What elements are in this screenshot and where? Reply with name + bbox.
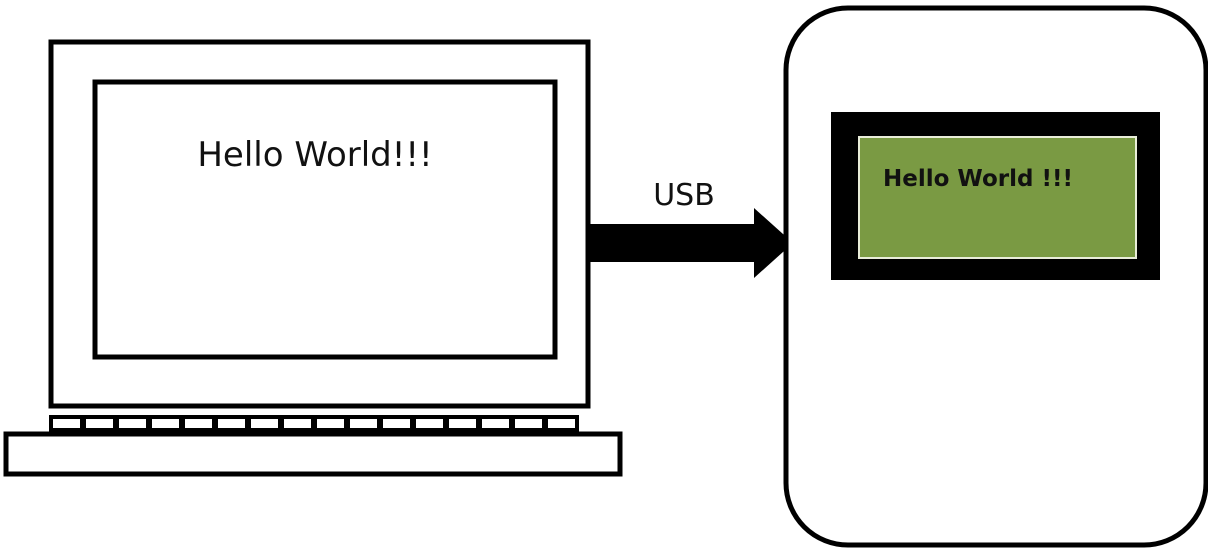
keyboard-key bbox=[313, 415, 348, 432]
laptop-screen-text: Hello World!!! bbox=[197, 135, 432, 175]
laptop: Hello World!!! bbox=[3, 39, 623, 477]
keyboard-key bbox=[280, 415, 315, 432]
keyboard-key bbox=[412, 415, 447, 432]
keyboard-key bbox=[445, 415, 480, 432]
laptop-screen bbox=[92, 79, 558, 360]
keyboard-key bbox=[115, 415, 150, 432]
keyboard-key bbox=[511, 415, 546, 432]
keyboard-key bbox=[247, 415, 282, 432]
keyboard-key bbox=[379, 415, 414, 432]
keyboard-key bbox=[82, 415, 117, 432]
lcd-screen bbox=[858, 136, 1137, 259]
keyboard-key bbox=[148, 415, 183, 432]
usb-arrow-head bbox=[754, 208, 793, 278]
usb-arrow-shaft bbox=[588, 224, 758, 262]
keyboard-key bbox=[181, 415, 216, 432]
keyboard-key bbox=[544, 415, 579, 432]
keyboard-key bbox=[214, 415, 249, 432]
keyboard-key bbox=[49, 415, 84, 432]
keyboard-key bbox=[478, 415, 513, 432]
keyboard-key bbox=[346, 415, 381, 432]
device: Hello World !!! bbox=[783, 5, 1208, 548]
keyboard-keys bbox=[49, 415, 579, 432]
usb-label: USB bbox=[653, 178, 715, 213]
lcd-text: Hello World !!! bbox=[883, 166, 1073, 192]
usb-connection: USB bbox=[588, 178, 793, 278]
laptop-base bbox=[3, 431, 623, 477]
